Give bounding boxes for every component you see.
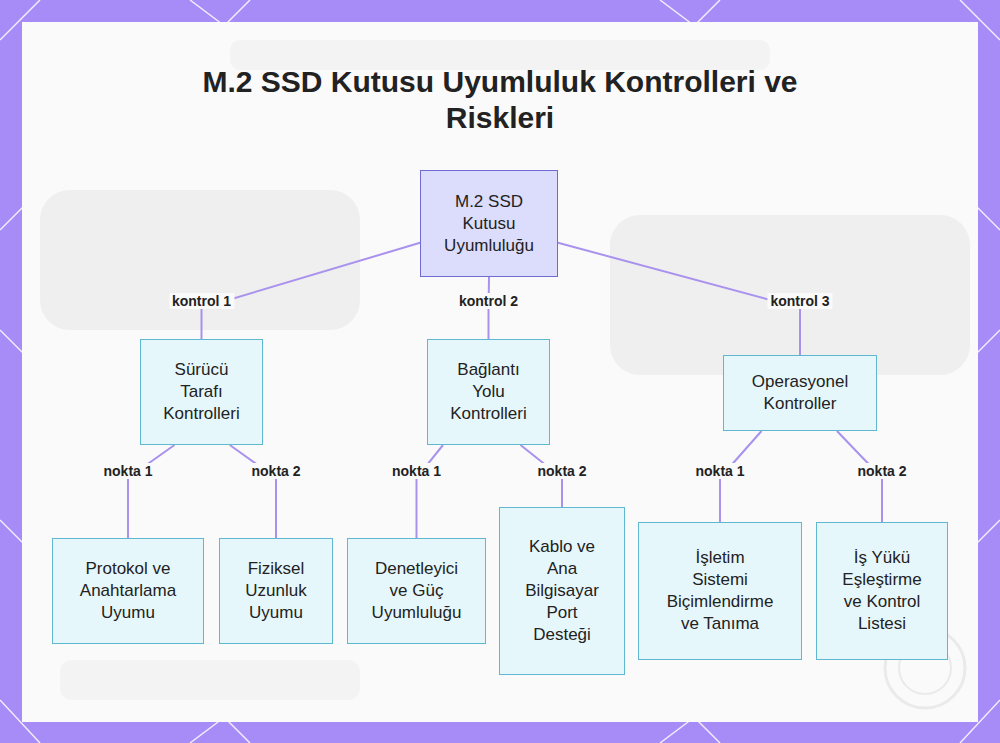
edge-label: kontrol 1 (169, 293, 234, 309)
edge-label: nokta 2 (534, 463, 589, 479)
process-box: Kablo ve Ana Bilgisayar Port Desteği (499, 507, 625, 675)
process-box: Fiziksel Uzunluk Uyumu (219, 538, 333, 644)
inner-panel (22, 22, 978, 722)
root-box: M.2 SSD Kutusu Uyumluluğu (420, 170, 558, 277)
process-box: İşletim Sistemi Biçimlendirme ve Tanıma (638, 522, 802, 660)
node-label: M.2 SSD Kutusu Uyumluluğu (439, 191, 539, 257)
edge-label: nokta 1 (389, 463, 444, 479)
node-label: Bağlantı Yolu Kontrolleri (446, 359, 531, 425)
edge-label: kontrol 2 (456, 293, 521, 309)
connector-line (128, 445, 174, 538)
edge-label: nokta 2 (248, 463, 303, 479)
faded-watermark-images (40, 40, 970, 708)
connector-line (558, 243, 800, 355)
node-label: Kablo ve Ana Bilgisayar Port Desteği (521, 536, 603, 646)
edge-label: nokta 2 (854, 463, 909, 479)
connector-line (417, 445, 443, 538)
diagram-title: M.2 SSD Kutusu Uyumluluk Kontrolleri ve … (200, 64, 800, 136)
process-box: Protokol ve Anahtarlama Uyumu (52, 538, 204, 644)
process-box: İş Yükü Eşleştirme ve Kontrol Listesi (816, 522, 948, 660)
node-label: Operasyonel Kontroller (745, 371, 855, 415)
process-box: Bağlantı Yolu Kontrolleri (427, 339, 550, 445)
connector-line (202, 243, 421, 339)
process-box: Denetleyici ve Güç Uyumluluğu (347, 538, 486, 644)
node-label: Protokol ve Anahtarlama Uyumu (73, 558, 183, 624)
edge-label: nokta 1 (100, 463, 155, 479)
process-box: Sürücü Tarafı Kontrolleri (140, 339, 263, 445)
edge-label: kontrol 3 (767, 293, 832, 309)
node-label: Fiziksel Uzunluk Uyumu (239, 558, 314, 624)
node-label: İş Yükü Eşleştirme ve Kontrol Listesi (835, 547, 930, 635)
node-label: Denetleyici ve Güç Uyumluluğu (367, 558, 467, 624)
node-label: İşletim Sistemi Biçimlendirme ve Tanıma (666, 547, 774, 635)
node-label: Sürücü Tarafı Kontrolleri (159, 359, 244, 425)
process-box: Operasyonel Kontroller (723, 355, 877, 431)
connector-line (230, 445, 276, 538)
edge-label: nokta 1 (692, 463, 747, 479)
